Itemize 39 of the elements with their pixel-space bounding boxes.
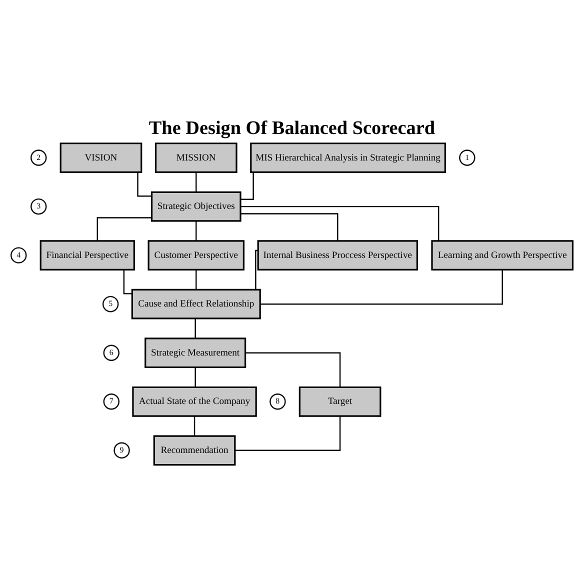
diagram-title: The Design Of Balanced Scorecard [148,118,436,139]
node-box: Strategic Objectives [150,191,242,222]
connector [240,213,338,241]
node-circle: 5 [102,296,119,312]
node-box: Recommendation [153,435,236,466]
node-circle: 1 [459,150,476,166]
node-box: Internal Business Proccess Perspective [257,240,418,270]
node-box: Actual State of the Company [132,386,257,417]
connector [123,270,132,294]
connector [196,172,197,192]
connector [260,270,503,305]
connector [245,352,341,387]
node-box: MIS Hierarchical Analysis in Strategic Planning [250,142,446,173]
node-circle: 6 [103,344,120,361]
connector [196,221,197,241]
connector [235,416,341,452]
node-box: Target [298,386,382,417]
connector [255,250,258,290]
connector [194,318,196,338]
connector [194,416,196,436]
node-circle: 9 [114,442,130,459]
node-box: Cause and Effect Relationship [131,288,261,320]
node-box: Financial Perspective [40,240,135,270]
node-circle: 3 [30,198,47,215]
node-circle: 2 [30,150,47,166]
node-circle: 4 [10,247,27,264]
connector [240,206,440,241]
node-box: VISION [60,142,142,173]
node-box: Strategic Measurement [144,338,246,368]
connector [96,217,152,241]
node-circle: 8 [270,394,286,410]
connector [240,172,254,200]
node-box: Customer Perspective [148,240,244,270]
node-circle: 7 [103,394,120,410]
node-box: Learning and Growth Perspective [431,240,574,270]
connector [137,172,152,197]
connector [196,270,197,290]
node-box: MISSION [154,142,238,173]
connector [194,368,196,388]
